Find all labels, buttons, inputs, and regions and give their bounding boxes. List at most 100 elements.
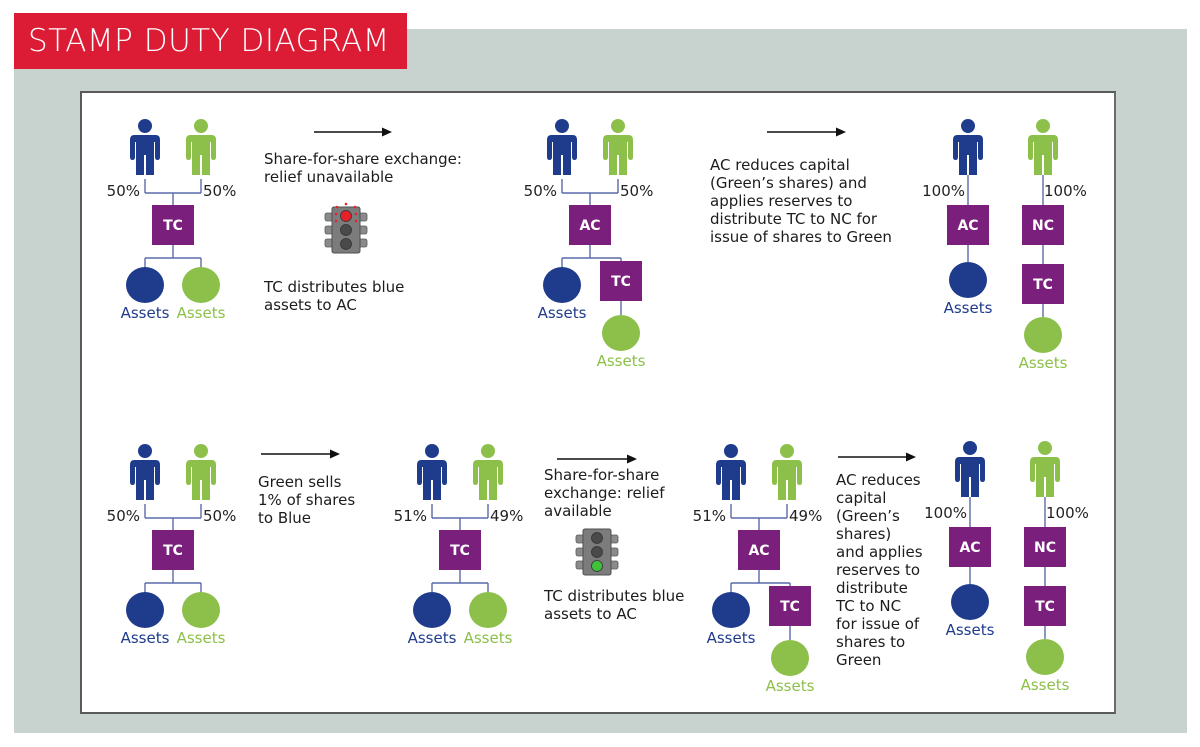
- company-label: TC: [780, 599, 800, 615]
- asset-label: Assets: [177, 304, 226, 322]
- asset-label: Assets: [1021, 676, 1070, 694]
- asset-label: Assets: [597, 352, 646, 370]
- step-description: Share-for-share exchange:: [264, 150, 462, 168]
- asset-circle: [712, 592, 750, 628]
- company-nc: NC: [1024, 527, 1066, 567]
- company-nc: NC: [1022, 205, 1064, 245]
- asset-circle: [543, 267, 581, 303]
- step-description: to Blue: [258, 509, 311, 527]
- company-box: [769, 586, 811, 626]
- company-tc: TC: [600, 261, 642, 301]
- asset-label: Assets: [121, 304, 170, 322]
- page-title: STAMP DUTY DIAGRAM: [14, 13, 407, 69]
- step-description: capital: [836, 489, 886, 507]
- blue-assets: Assets: [121, 267, 170, 322]
- step-description: applies reserves to: [710, 192, 852, 210]
- asset-label: Assets: [944, 299, 993, 317]
- blue-assets: Assets: [121, 592, 170, 647]
- green-shareholder-icon: [186, 444, 216, 500]
- step-description: exchange: relief: [544, 484, 665, 502]
- asset-circle: [949, 262, 987, 298]
- green-assets: Assets: [1021, 639, 1070, 694]
- green-ownership-pct: 49%: [490, 507, 523, 525]
- company-label: TC: [611, 274, 631, 290]
- step-outcome: assets to AC: [264, 296, 357, 314]
- signal-lamp: [591, 532, 603, 544]
- green-assets: Assets: [464, 592, 513, 647]
- green-ownership-pct: 100%: [1044, 182, 1087, 200]
- asset-circle: [126, 592, 164, 628]
- company-label: TC: [1035, 599, 1055, 615]
- asset-label: Assets: [1019, 354, 1068, 372]
- blue-shareholder-icon: [953, 119, 983, 175]
- signal-glow: [335, 205, 339, 209]
- blue-assets: Assets: [946, 584, 995, 639]
- company-box: [600, 261, 642, 301]
- company-label: TC: [1033, 277, 1053, 293]
- asset-circle: [126, 267, 164, 303]
- step-description: relief unavailable: [264, 168, 393, 186]
- company-label: AC: [748, 543, 769, 559]
- company-box: [1024, 586, 1066, 626]
- company-label: AC: [579, 218, 600, 234]
- asset-label: Assets: [707, 629, 756, 647]
- company-tc: TC: [439, 530, 481, 570]
- transition-arrow: [767, 127, 846, 137]
- asset-circle: [1026, 639, 1064, 675]
- asset-circle: [771, 640, 809, 676]
- blue-assets: Assets: [408, 592, 457, 647]
- blue-ownership-pct: 51%: [693, 507, 726, 525]
- step-description: and applies: [836, 543, 923, 561]
- green-assets: Assets: [177, 267, 226, 322]
- company-tc: TC: [152, 205, 194, 245]
- blue-assets: Assets: [538, 267, 587, 322]
- company-box: [1022, 264, 1064, 304]
- blue-ownership-pct: 50%: [524, 182, 557, 200]
- signal-lamp: [340, 238, 352, 250]
- blue-shareholder-icon: [130, 444, 160, 500]
- green-shareholder-icon: [473, 444, 503, 500]
- transaction-step-r1a2: AC reduces capital(Green’s shares) andap…: [710, 127, 892, 246]
- company-label: TC: [450, 543, 470, 559]
- signal-glow: [344, 202, 348, 206]
- step-description: AC reduces: [836, 471, 921, 489]
- signal-glow: [353, 205, 357, 209]
- company-ac: AC: [738, 530, 780, 570]
- step-description: reserves to: [836, 561, 920, 579]
- green-shareholder-icon: [186, 119, 216, 175]
- company-ac: AC: [569, 205, 611, 245]
- company-label: TC: [163, 218, 183, 234]
- step-description: Share-for-share: [544, 466, 659, 484]
- company-box: [1024, 527, 1066, 567]
- asset-label: Assets: [766, 677, 815, 695]
- green-assets: Assets: [766, 640, 815, 695]
- blue-shareholder-icon: [130, 119, 160, 175]
- asset-circle: [413, 592, 451, 628]
- blue-ownership-pct: 50%: [107, 182, 140, 200]
- company-ac: AC: [949, 527, 991, 567]
- asset-label: Assets: [408, 629, 457, 647]
- company-tc: TC: [769, 586, 811, 626]
- signal-glow: [334, 219, 338, 223]
- company-box: [439, 530, 481, 570]
- step-description: AC reduces capital: [710, 156, 850, 174]
- step-description: issue of shares to Green: [710, 228, 892, 246]
- step-description: shares): [836, 525, 891, 543]
- asset-circle: [1024, 317, 1062, 353]
- company-label: TC: [163, 543, 183, 559]
- company-box: [949, 527, 991, 567]
- blue-ownership-pct: 100%: [922, 182, 965, 200]
- asset-label: Assets: [538, 304, 587, 322]
- asset-circle: [469, 592, 507, 628]
- blue-shareholder-icon: [547, 119, 577, 175]
- step-description: (Green’s shares) and: [710, 174, 867, 192]
- step-description: distribute TC to NC for: [710, 210, 878, 228]
